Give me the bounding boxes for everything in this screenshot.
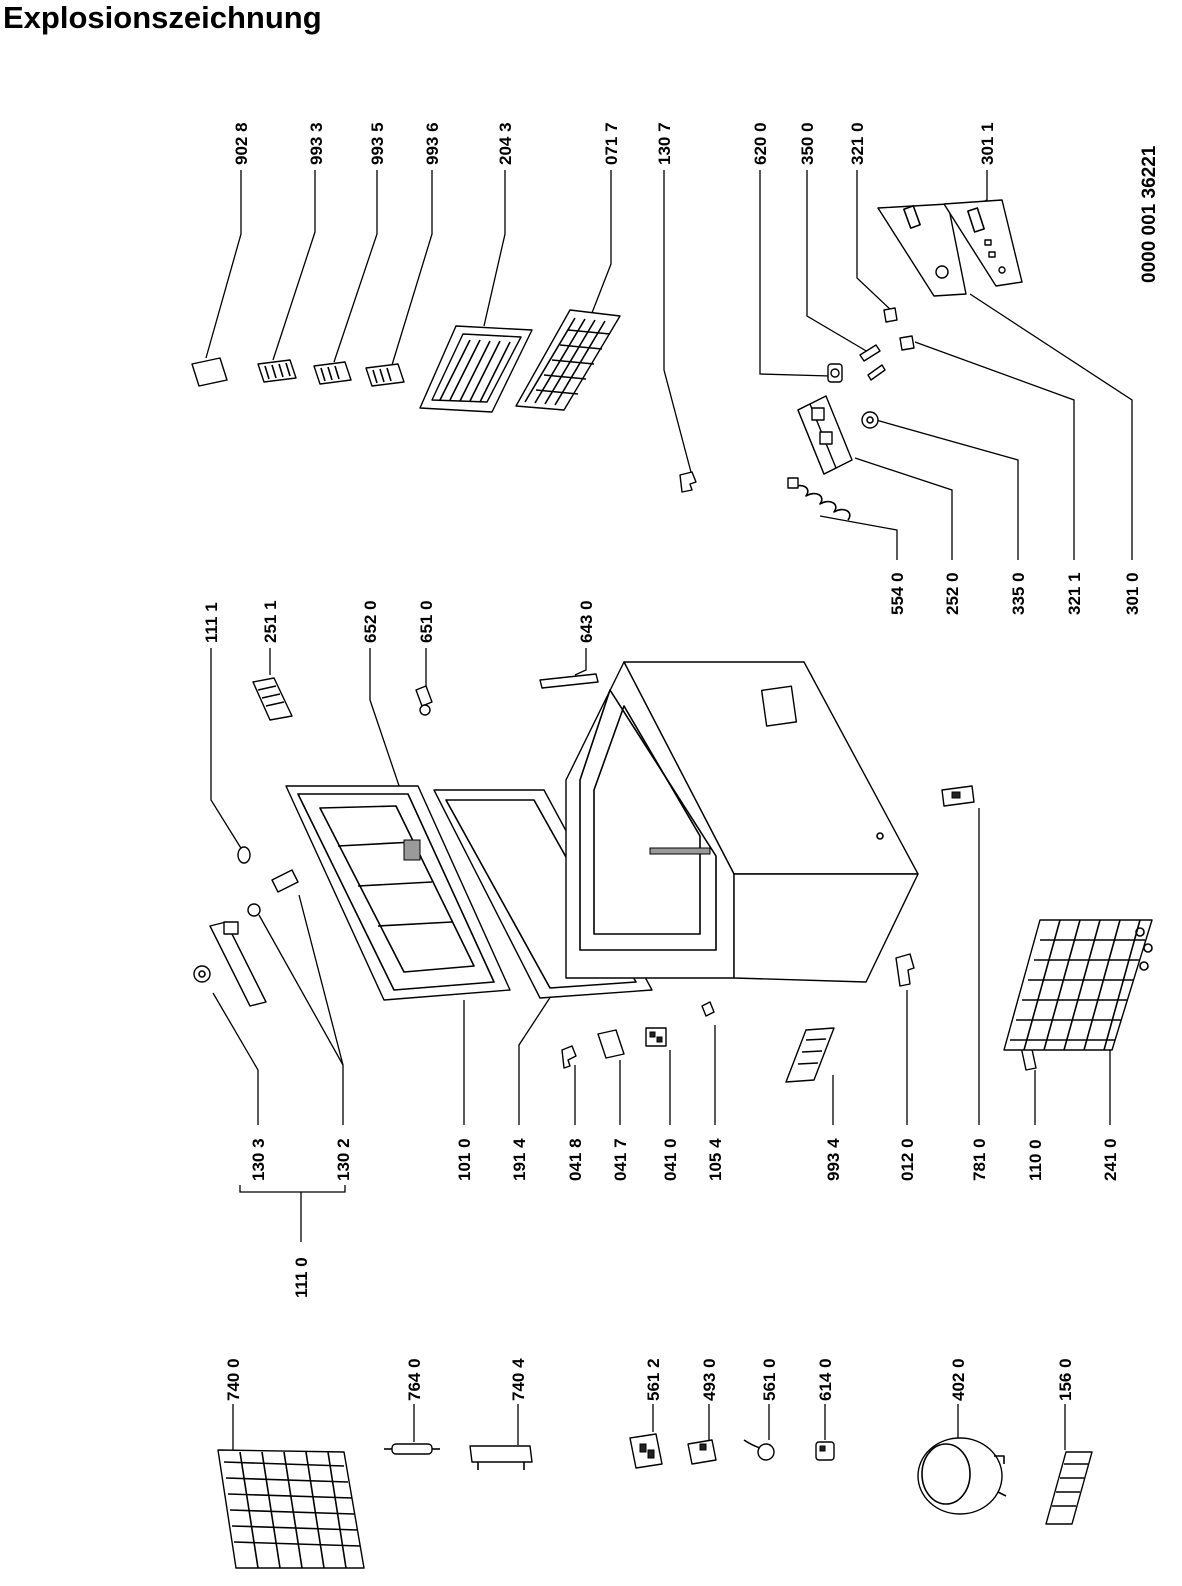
part-740-4 xyxy=(469,1445,533,1470)
part-label: 781 0 xyxy=(970,1138,989,1181)
part-554-0-spring xyxy=(787,477,851,521)
part-041-7 xyxy=(597,1029,625,1059)
part-301-1-panel xyxy=(943,199,1023,287)
part-label: 993 3 xyxy=(307,122,326,165)
part-label: 251 1 xyxy=(261,600,280,643)
part-label: 993 6 xyxy=(423,122,442,165)
part-label: 204 3 xyxy=(496,122,515,165)
part-label: 041 8 xyxy=(566,1138,585,1181)
part-111-1 xyxy=(237,846,251,864)
part-label: 130 3 xyxy=(249,1138,268,1181)
part-label: 652 0 xyxy=(361,600,380,643)
part-350-0 xyxy=(859,344,886,381)
part-993-5 xyxy=(313,361,352,385)
part-label: 402 0 xyxy=(949,1358,968,1401)
part-label: 105 4 xyxy=(706,1138,725,1181)
part-label: 350 0 xyxy=(798,122,817,165)
page-title: Explosionszeichnung xyxy=(3,0,322,35)
part-label: 620 0 xyxy=(751,122,770,165)
part-651-0 xyxy=(415,685,433,716)
part-label: 252 0 xyxy=(943,572,962,615)
part-label: 012 0 xyxy=(898,1138,917,1181)
part-label: 321 0 xyxy=(848,122,867,165)
part-643-0 xyxy=(539,673,599,689)
part-071-7-shelf xyxy=(515,309,621,411)
part-620-0 xyxy=(827,363,843,383)
part-321-0 xyxy=(883,307,898,323)
part-label: 156 0 xyxy=(1056,1358,1075,1401)
part-label: 614 0 xyxy=(816,1358,835,1401)
part-740-0-condenser xyxy=(217,1449,365,1569)
leader-lines xyxy=(205,170,1133,1458)
part-label: 764 0 xyxy=(405,1358,424,1401)
part-label: 902 8 xyxy=(232,122,251,165)
part-130-7-hinge xyxy=(679,471,697,493)
part-label: 651 0 xyxy=(417,600,436,643)
part-041-8 xyxy=(561,1045,577,1069)
part-label: 561 0 xyxy=(760,1358,779,1401)
part-130-2-parts xyxy=(247,869,299,917)
part-label: 041 0 xyxy=(661,1138,680,1181)
part-label: 740 4 xyxy=(509,1358,528,1401)
part-label: 111 1 xyxy=(202,602,221,643)
part-130-2-hinge-bar xyxy=(209,921,267,1007)
part-label: 493 0 xyxy=(700,1358,719,1401)
part-label: 993 5 xyxy=(368,122,387,165)
part-301-0-panel xyxy=(877,203,967,297)
part-321-1 xyxy=(899,335,915,351)
part-label: 101 0 xyxy=(455,1138,474,1181)
part-label: 041 7 xyxy=(611,1138,630,1181)
part-204-3-grille xyxy=(419,325,533,413)
part-241-0-basket xyxy=(1003,919,1153,1051)
part-012-0 xyxy=(895,953,915,987)
part-105-4 xyxy=(701,1001,715,1017)
part-614-0 xyxy=(815,1441,835,1461)
part-561-2 xyxy=(629,1433,663,1469)
part-label: 071 7 xyxy=(602,122,621,165)
part-252-0-thermostat-box xyxy=(797,395,853,475)
part-label: 993 4 xyxy=(824,1138,843,1181)
document-number: 0000 001 36221 xyxy=(1139,145,1160,283)
part-label: 335 0 xyxy=(1009,572,1028,615)
part-label: 110 0 xyxy=(1026,1139,1045,1181)
part-156-0 xyxy=(1045,1451,1093,1525)
part-561-0 xyxy=(743,1439,775,1461)
part-labels: 902 8 993 3 993 5 993 6 204 3 071 7 130 … xyxy=(202,122,1160,1401)
part-label: 130 2 xyxy=(334,1138,353,1181)
part-335-0-knob xyxy=(861,411,879,429)
part-251-1 xyxy=(252,677,293,721)
part-label: 130 7 xyxy=(655,122,674,165)
part-993-3 xyxy=(257,359,297,383)
part-041-0 xyxy=(645,1027,667,1047)
part-label: 643 0 xyxy=(577,600,596,643)
part-label: 111 0 xyxy=(292,1257,311,1298)
part-493-0 xyxy=(687,1439,717,1465)
part-label: 301 0 xyxy=(1123,572,1142,615)
part-label: 301 1 xyxy=(978,122,997,165)
part-402-0-compressor xyxy=(917,1437,1007,1515)
part-902-8 xyxy=(191,357,228,387)
part-764-0 xyxy=(384,1443,440,1455)
part-label: 191 4 xyxy=(510,1138,529,1181)
part-130-3 xyxy=(193,965,211,983)
part-label: 554 0 xyxy=(888,572,907,615)
part-label: 740 0 xyxy=(224,1358,243,1401)
part-label: 241 0 xyxy=(1101,1138,1120,1181)
part-993-4-tray xyxy=(785,1027,835,1083)
part-label: 321 1 xyxy=(1065,572,1084,615)
part-993-6 xyxy=(365,363,405,387)
part-101-0-lid xyxy=(285,785,511,1001)
part-label: 561 2 xyxy=(644,1358,663,1401)
part-781-0 xyxy=(941,785,975,807)
part-cabinet xyxy=(565,661,919,983)
